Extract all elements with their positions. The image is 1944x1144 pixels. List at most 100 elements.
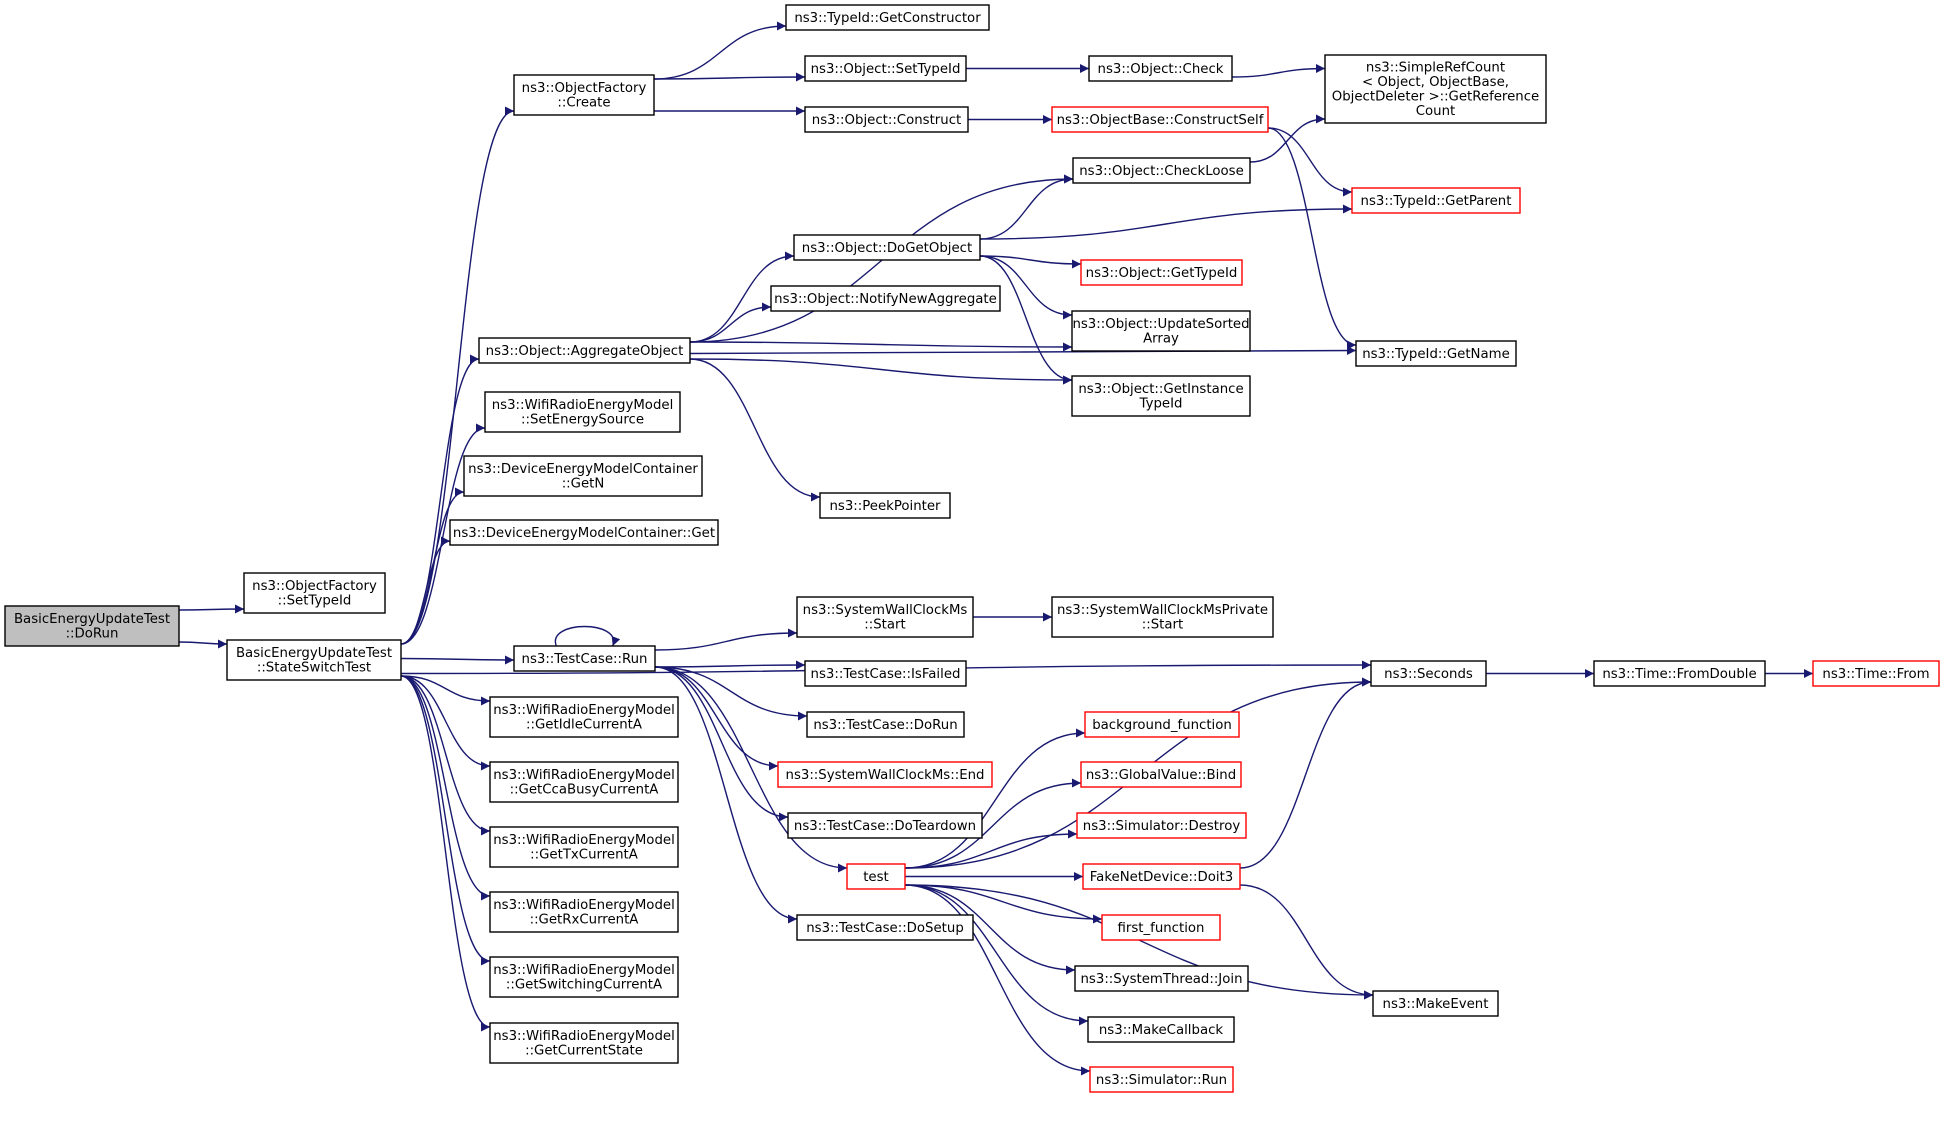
edge-stateswitch-to-setenergysource — [400, 423, 486, 645]
edge-path — [654, 666, 779, 771]
edge-test-to-bg_function — [904, 728, 1086, 869]
node-tc_teardown[interactable]: ns3::TestCase::DoTeardown — [787, 812, 983, 839]
node-makeevent[interactable]: ns3::MakeEvent — [1372, 990, 1499, 1017]
node-swc_end[interactable]: ns3::SystemWallClockMs::End — [777, 761, 993, 788]
node-obj_dogetobject[interactable]: ns3::Object::DoGetObject — [793, 234, 981, 261]
node-label: background_function — [1092, 718, 1232, 733]
node-box — [846, 863, 906, 890]
node-label: ::DoRun — [66, 627, 119, 642]
node-label: BasicEnergyUpdateTest — [14, 612, 170, 627]
node-label: ns3::Object::CheckLoose — [1079, 164, 1244, 179]
node-of_create[interactable]: ns3::ObjectFactory::Create — [513, 74, 655, 116]
node-label: ns3::Seconds — [1384, 667, 1473, 682]
edge-path — [654, 666, 848, 873]
node-box — [1051, 106, 1269, 133]
node-box — [4, 605, 180, 647]
node-demc_getn[interactable]: ns3::DeviceEnergyModelContainer::GetN — [463, 455, 703, 497]
node-box — [793, 234, 981, 261]
node-src_getref[interactable]: ns3::SimpleRefCount< Object, ObjectBase,… — [1324, 54, 1547, 124]
node-demc_get[interactable]: ns3::DeviceEnergyModelContainer::Get — [449, 519, 719, 546]
edge-tc_run-to-swc_end — [654, 666, 779, 771]
node-peekpointer[interactable]: ns3::PeekPointer — [819, 492, 951, 519]
edge-path — [979, 174, 1074, 240]
node-label: ns3::SimpleRefCount — [1366, 61, 1505, 76]
node-first_function[interactable]: first_function — [1101, 914, 1221, 941]
node-box — [1355, 340, 1517, 367]
node-box — [489, 891, 679, 933]
node-label: Count — [1416, 104, 1456, 119]
node-label: ::Start — [1142, 618, 1183, 633]
node-swc_start[interactable]: ns3::SystemWallClockMs::Start — [796, 596, 974, 638]
node-makecallback[interactable]: ns3::MakeCallback — [1087, 1016, 1235, 1043]
node-label: ns3::ObjectBase::ConstructSelf — [1057, 113, 1264, 128]
node-dorun[interactable]: BasicEnergyUpdateTest::DoRun — [4, 605, 180, 647]
edge-obj_check-to-src_getref — [1231, 64, 1326, 78]
node-tid_getname[interactable]: ns3::TypeId::GetName — [1355, 340, 1517, 367]
node-label: ns3::TypeId::GetName — [1362, 347, 1510, 362]
node-tc_dorun[interactable]: ns3::TestCase::DoRun — [806, 711, 965, 738]
node-box — [770, 285, 1001, 312]
node-box — [449, 519, 719, 546]
node-box — [489, 761, 679, 803]
node-of_settypeid[interactable]: ns3::ObjectFactory::SetTypeId — [243, 572, 386, 614]
node-label: ::Create — [557, 96, 610, 111]
node-tc_isfailed[interactable]: ns3::TestCase::IsFailed — [804, 660, 967, 687]
node-box — [1088, 55, 1233, 82]
node-sim_destroy[interactable]: ns3::Simulator::Destroy — [1076, 812, 1247, 839]
node-layer: BasicEnergyUpdateTest::DoRun ns3::ObjectF… — [4, 4, 1940, 1093]
node-obj_notify[interactable]: ns3::Object::NotifyNewAggregate — [770, 285, 1001, 312]
node-st_join[interactable]: ns3::SystemThread::Join — [1074, 965, 1249, 992]
node-gettx[interactable]: ns3::WifiRadioEnergyModel::GetTxCurrentA — [489, 826, 679, 868]
node-stateswitch[interactable]: BasicEnergyUpdateTest::StateSwitchTest — [226, 639, 402, 681]
node-box — [819, 492, 951, 519]
edge-path — [400, 675, 491, 1032]
node-obj_gettypeid[interactable]: ns3::Object::GetTypeId — [1080, 259, 1243, 286]
edge-path — [979, 204, 1353, 240]
node-tid_getparent[interactable]: ns3::TypeId::GetParent — [1351, 187, 1521, 214]
node-box — [1101, 914, 1221, 941]
node-getidle[interactable]: ns3::WifiRadioEnergyModel::GetIdleCurren… — [489, 696, 679, 738]
node-label: ns3::TypeId::GetConstructor — [794, 11, 981, 26]
node-tid_getctor[interactable]: ns3::TypeId::GetConstructor — [785, 4, 990, 31]
edge-stateswitch-to-demc_get — [400, 536, 451, 645]
node-test[interactable]: test — [846, 863, 906, 890]
edge-dorun-to-stateswitch — [178, 639, 228, 649]
node-obj_checkloose[interactable]: ns3::Object::CheckLoose — [1072, 157, 1251, 184]
node-swcp_start[interactable]: ns3::SystemWallClockMsPrivate::Start — [1051, 596, 1274, 638]
node-obj_settypeid[interactable]: ns3::Object::SetTypeId — [804, 55, 967, 82]
node-time_fromdouble[interactable]: ns3::Time::FromDouble — [1593, 660, 1766, 687]
edge-path — [654, 666, 789, 822]
node-getswitch[interactable]: ns3::WifiRadioEnergyModel::GetSwitchingC… — [489, 956, 679, 998]
node-getstate[interactable]: ns3::WifiRadioEnergyModel::GetCurrentSta… — [489, 1022, 679, 1064]
node-time_from[interactable]: ns3::Time::From — [1812, 660, 1940, 687]
node-getrx[interactable]: ns3::WifiRadioEnergyModel::GetRxCurrentA — [489, 891, 679, 933]
node-tc_setup[interactable]: ns3::TestCase::DoSetup — [796, 914, 974, 941]
node-ob_constructself[interactable]: ns3::ObjectBase::ConstructSelf — [1051, 106, 1269, 133]
node-gv_bind[interactable]: ns3::GlobalValue::Bind — [1080, 761, 1242, 788]
edge-path — [689, 358, 1073, 385]
node-obj_construct[interactable]: ns3::Object::Construct — [804, 106, 969, 133]
node-tc_run[interactable]: ns3::TestCase::Run — [513, 645, 656, 672]
edge-stateswitch-to-getswitch — [400, 675, 491, 966]
edge-path — [1267, 127, 1353, 197]
node-label: ns3::Object::SetTypeId — [811, 62, 961, 77]
edge-stateswitch-to-getidle — [400, 675, 491, 706]
node-bg_function[interactable]: background_function — [1084, 711, 1240, 738]
node-box — [513, 74, 655, 116]
node-agg[interactable]: ns3::Object::AggregateObject — [478, 337, 691, 364]
edge-path — [689, 358, 821, 502]
node-setenergysource[interactable]: ns3::WifiRadioEnergyModel::SetEnergySour… — [484, 391, 681, 433]
node-fake_doit3[interactable]: FakeNetDevice::Doit3 — [1082, 863, 1241, 890]
node-sim_run[interactable]: ns3::Simulator::Run — [1089, 1066, 1234, 1093]
node-label: ns3::DeviceEnergyModelContainer::Get — [453, 526, 715, 541]
node-box — [1324, 54, 1547, 124]
edge-agg-to-obj_updatesorted — [689, 341, 1073, 352]
edge-stateswitch-to-of_create — [400, 106, 515, 645]
node-box — [1071, 375, 1251, 417]
node-getcca[interactable]: ns3::WifiRadioEnergyModel::GetCcaBusyCur… — [489, 761, 679, 803]
node-obj_check[interactable]: ns3::Object::Check — [1088, 55, 1233, 82]
node-seconds[interactable]: ns3::Seconds — [1370, 660, 1487, 687]
edge-path — [904, 884, 1091, 1076]
